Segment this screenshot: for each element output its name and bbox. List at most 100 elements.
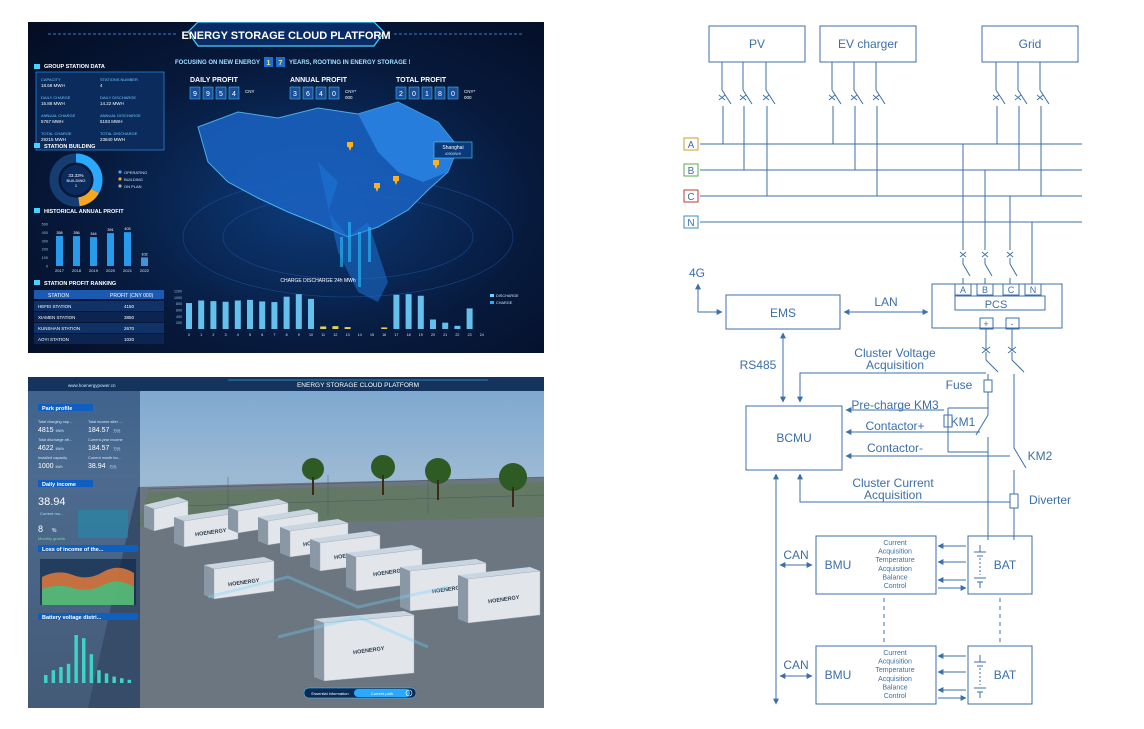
- storage-containers: HOENERGYHOENERGYHOENERGYHOENERGYHOENERGY…: [144, 497, 541, 682]
- pcs-plus-label: +: [983, 319, 988, 329]
- 4g-label: 4G: [689, 266, 705, 280]
- legend-dot: [118, 170, 122, 174]
- switch-cross: [718, 94, 726, 101]
- pcs-phase-label: B: [982, 285, 988, 295]
- container-roof: [280, 519, 348, 531]
- battery-voltage-chart: [44, 635, 132, 683]
- profit-digit: 3: [293, 91, 297, 98]
- gsd-value: 5193 MWH: [100, 119, 123, 124]
- container-brand: HOENERGY: [432, 585, 464, 595]
- park-dashboard-title: ENERGY STORAGE CLOUD PLATFORM: [297, 382, 419, 389]
- cc-bar: [210, 301, 217, 329]
- pcs-switch-cross: [981, 251, 989, 258]
- profit-digit-box: [289, 86, 301, 100]
- bat-box-2: [967, 645, 1033, 705]
- gsd-value: 4: [100, 83, 103, 88]
- source-switch: [875, 89, 886, 105]
- bmu-function-labels: CurrentAcquisitionTemperatureAcquisition…: [875, 540, 914, 700]
- monthly-growth-value: 8: [38, 524, 43, 534]
- bmu-function-label: Current: [883, 540, 906, 547]
- cc-hour: 17: [394, 333, 398, 337]
- park-stat-label: Current month inc...: [88, 456, 121, 460]
- group-station-heading: GROUP STATION DATA: [44, 64, 105, 70]
- cc-legend-label: DISCHARGE: [496, 294, 519, 298]
- contactor-minus-label: Contactor-: [867, 441, 923, 455]
- cc-bar: [466, 308, 473, 329]
- container-roof: [400, 559, 486, 571]
- energy-storage-circuit-diagram: PV EV charger Grid PCS EMS LAN 4G RS485 …: [683, 25, 1082, 705]
- source-switch: [1039, 89, 1050, 105]
- dashboard-park-canvas: www.hoenergypower.cn ENERGY STORAGE CLOU…: [28, 377, 544, 708]
- slogan-digit-1: 1: [267, 60, 271, 67]
- cc-hour: 19: [419, 333, 423, 337]
- gsd-value: 5767 MWH: [41, 119, 64, 124]
- hap-ytick: 400: [42, 231, 48, 235]
- hap-ytick: 100: [42, 256, 48, 260]
- profit-digit-box: [228, 86, 240, 100]
- ranking-station: HEFEI STATION: [38, 304, 71, 309]
- charge-chart-title: CHARGE DISCHARGE 24h MWh: [280, 278, 356, 284]
- profit-unit-sub: 000: [464, 95, 472, 100]
- bus-label: C: [687, 192, 694, 203]
- gsd-label: CAPACITY: [41, 77, 61, 82]
- cc-hour: 0: [188, 333, 190, 337]
- voltage-bar: [104, 673, 109, 683]
- cc-bar: [308, 298, 314, 329]
- cc-hour: 16: [382, 333, 386, 337]
- hap-bar: [90, 237, 97, 266]
- container-front: [183, 512, 239, 548]
- container-front: [213, 560, 275, 600]
- container-roof: [204, 557, 274, 569]
- profit-digit-box: [202, 86, 214, 100]
- voltage-bar: [127, 679, 132, 683]
- park-stat-unit: MWh: [56, 429, 64, 433]
- container-side: [258, 517, 268, 545]
- tab-essential-information[interactable]: Essential information: [311, 691, 348, 696]
- container-side: [346, 553, 356, 591]
- ranking-col-station: STATION: [48, 293, 69, 299]
- bcmu-label: BCMU: [776, 431, 811, 445]
- cc-hour: 11: [321, 333, 325, 337]
- energy-dashboard-overview: ENERGY STORAGE CLOUD PLATFORM FOCUSING O…: [28, 22, 544, 353]
- cc-bar: [259, 301, 266, 329]
- profit-digit-box: [315, 86, 327, 100]
- container-front: [467, 570, 541, 624]
- pv-box: [708, 25, 806, 63]
- cc-bar: [320, 326, 327, 329]
- hap-year: 2021: [123, 268, 133, 273]
- pcs-minus-label: -: [1011, 319, 1014, 329]
- cc-ytick: 600: [176, 309, 182, 313]
- hap-year: 2019: [89, 268, 99, 273]
- hap-bar: [141, 257, 148, 266]
- container-side: [174, 517, 184, 547]
- profit-unit-sub: 000: [345, 95, 353, 100]
- container-side: [144, 505, 154, 531]
- bus-label-box: [683, 163, 699, 177]
- pcs-switch-cross: [959, 251, 967, 258]
- profit-digit-box: [328, 86, 340, 100]
- fuse-label: Fuse: [946, 378, 973, 392]
- cc-bar: [332, 326, 339, 329]
- map-tooltip: [433, 141, 473, 159]
- cc-hour: 20: [431, 333, 435, 337]
- cc-hour: 3: [225, 333, 227, 337]
- lan-label: LAN: [874, 295, 897, 309]
- gsd-label: ANNUAL CHARGE: [41, 113, 76, 118]
- park-stat-label: Current-year income: [88, 438, 123, 442]
- 4g-link: [695, 283, 723, 315]
- profit-unit: CNY: [245, 89, 255, 94]
- tab-current-path[interactable]: Current path: [371, 691, 393, 696]
- park-stat-label: Total discharge aft...: [38, 438, 72, 442]
- ranking-row: [34, 301, 164, 311]
- legend-label: OPERATING: [124, 170, 147, 175]
- rs485-label: RS485: [740, 358, 777, 372]
- gsd-value: 23840 MWH: [100, 137, 125, 142]
- tab-toggle-icon[interactable]: [405, 689, 413, 697]
- voltage-bar: [59, 667, 63, 683]
- hap-bar: [124, 232, 131, 266]
- container-side: [310, 539, 320, 571]
